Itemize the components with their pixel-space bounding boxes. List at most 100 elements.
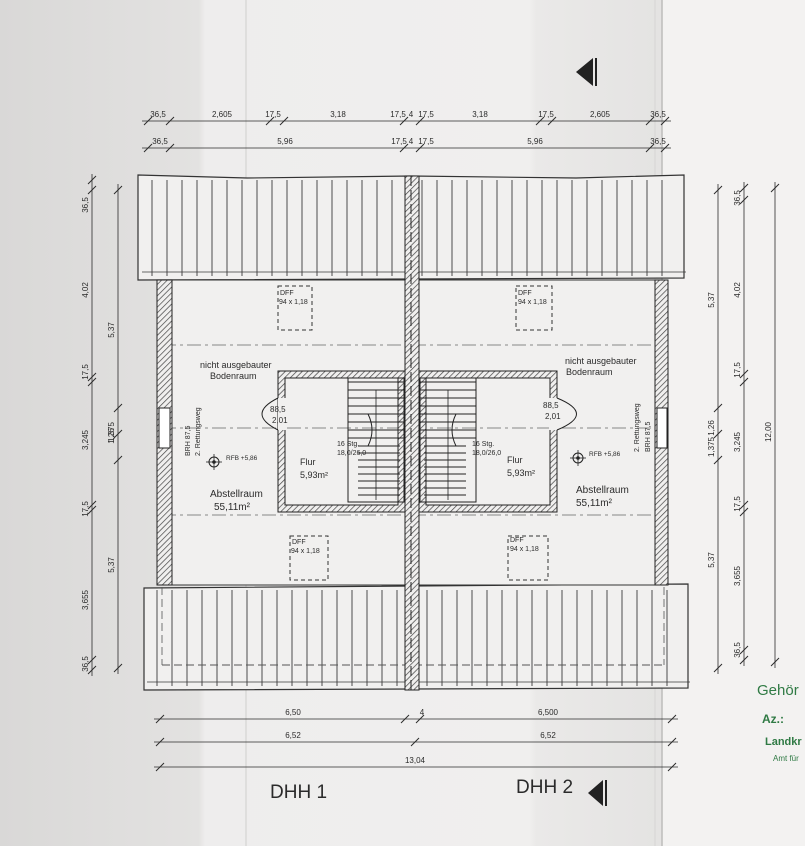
dimension-tick xyxy=(739,655,749,665)
dim-top1-label-0: 36,5 xyxy=(150,110,166,119)
dim-top1-label-4: 17,5 xyxy=(390,110,406,119)
dim-top1-label-8: 17,5 xyxy=(538,110,554,119)
dimension-tick xyxy=(415,116,425,126)
door-width-right: 88,5 xyxy=(543,401,559,410)
dimension-tick xyxy=(113,429,123,439)
skylight-bottom-left-1: DFF xyxy=(292,539,306,546)
door-width-left: 88,5 xyxy=(270,405,286,414)
attic-label-right-2: Bodenraum xyxy=(566,367,613,377)
stairs-count-left: 16 Stg. xyxy=(337,441,359,448)
dim-top2-label-0: 36,5 xyxy=(152,137,168,146)
dimension-tick xyxy=(400,714,410,724)
level-marker-left-icon xyxy=(206,454,222,470)
dimension-tick xyxy=(87,655,97,665)
dimension-tick xyxy=(770,183,780,193)
dimension-tick xyxy=(399,143,409,153)
dimension-tick xyxy=(155,762,165,772)
dimension-tick xyxy=(415,143,425,153)
storage-area-left: 55,11m² xyxy=(214,502,251,513)
dimension-tick xyxy=(770,657,780,667)
dim-top2-label-2: 17,5 xyxy=(391,137,407,146)
stairs-ratio-left: 18,0/26,0 xyxy=(337,450,366,457)
house-label-dhh2: DHH 2 xyxy=(516,777,574,798)
hall-area-right: 5,93m² xyxy=(507,468,535,478)
stamp-title: Gehör xyxy=(757,682,799,699)
hall-area-left: 5,93m² xyxy=(300,470,328,480)
dimension-tick xyxy=(667,714,677,724)
dim-left-outer-label-6: 36,5 xyxy=(81,656,90,672)
dim-left-outer-label-4: 17,5 xyxy=(81,501,90,517)
dimension-tick xyxy=(155,714,165,724)
dim-left-outer-label-3: 3,245 xyxy=(81,429,90,450)
storage-name-left: Abstellraum xyxy=(210,489,263,500)
dimension-tick xyxy=(87,665,97,675)
dimension-tick xyxy=(713,185,723,195)
skylight-top-left-2: 94 x 1,18 xyxy=(279,299,308,306)
dim-bottom2-label-1: 6,52 xyxy=(540,731,556,740)
gable-window-right xyxy=(656,407,668,449)
dim-top1-label-9: 2,605 xyxy=(590,110,611,119)
dim-left-inner-label-3: 5,37 xyxy=(107,557,116,573)
skylight-bottom-left xyxy=(289,535,329,581)
dimension-tick xyxy=(739,369,749,379)
door-swing-right xyxy=(556,397,577,431)
dimension-tick xyxy=(660,116,670,126)
direction-arrow-dhh2-icon xyxy=(588,780,603,806)
dimension-tick xyxy=(113,455,123,465)
dimension-tick xyxy=(739,500,749,510)
level-marker-right-icon xyxy=(570,450,586,466)
storage-area-right: 55,11m² xyxy=(576,498,613,509)
dim-left-outer-label-0: 36,5 xyxy=(81,197,90,213)
stamp-reference: Az.: xyxy=(762,712,784,726)
dim-right-outer-label-4: 17,5 xyxy=(733,496,742,512)
dimension-chain-right-total: 12,00 xyxy=(764,182,780,668)
dimension-tick xyxy=(410,737,420,747)
dimension-tick xyxy=(547,116,557,126)
dim-right-outer-label-6: 36,5 xyxy=(733,642,742,658)
dimension-tick xyxy=(645,143,655,153)
dimension-tick xyxy=(667,737,677,747)
dim-right-inner-label-3: 5,37 xyxy=(707,552,716,568)
dim-top1-label-1: 2,605 xyxy=(212,110,233,119)
dimension-chain-bottom-total: 13,04 xyxy=(154,756,678,772)
dim-top2-label-1: 5,96 xyxy=(277,137,293,146)
dimension-tick xyxy=(87,500,97,510)
dimension-tick xyxy=(739,183,749,193)
direction-arrow-icon xyxy=(576,58,593,86)
dim-top1-label-5: 4 xyxy=(409,110,414,119)
dimension-tick xyxy=(265,116,275,126)
door-swing-left xyxy=(261,397,279,431)
attic-label-right-1: nicht ausgebauter xyxy=(565,356,637,366)
staircase-left xyxy=(347,377,405,503)
dim-right-outer-label-2: 17,5 xyxy=(733,362,742,378)
dim-top1-label-6: 17,5 xyxy=(418,110,434,119)
escape-route-right-2: BRH 87,5 xyxy=(645,422,652,452)
attic-label-left-1: nicht ausgebauter xyxy=(200,360,272,370)
dim-top1-label-3: 3,18 xyxy=(330,110,346,119)
dim-right-inner-label-2: 1,375 xyxy=(707,436,716,457)
door-height-right: 2,01 xyxy=(545,412,561,421)
stairs-ratio-right: 18,0/26,0 xyxy=(472,450,501,457)
dim-bottom3-label-0: 13,04 xyxy=(405,756,426,765)
skylight-top-left xyxy=(277,285,313,331)
dimension-tick xyxy=(645,116,655,126)
dim-top2-label-3: 4 xyxy=(409,137,414,146)
hall-name-left: Flur xyxy=(300,457,316,467)
wall-party xyxy=(404,175,420,691)
stairs-count-right: 16 Stg. xyxy=(472,441,494,448)
dimension-tick xyxy=(113,403,123,413)
dimension-tick xyxy=(113,185,123,195)
skylight-top-right-1: DFF xyxy=(518,290,532,297)
skylight-top-right xyxy=(515,285,553,331)
stamp-authority: Landkr xyxy=(765,736,802,748)
dimension-tick xyxy=(87,185,97,195)
dimension-tick xyxy=(713,663,723,673)
dim-bottom1-label-2: 6,500 xyxy=(538,708,559,717)
dim-left-outer-label-1: 4,02 xyxy=(81,282,90,298)
dimension-tick xyxy=(113,663,123,673)
dim-top1-label-2: 17,5 xyxy=(265,110,281,119)
